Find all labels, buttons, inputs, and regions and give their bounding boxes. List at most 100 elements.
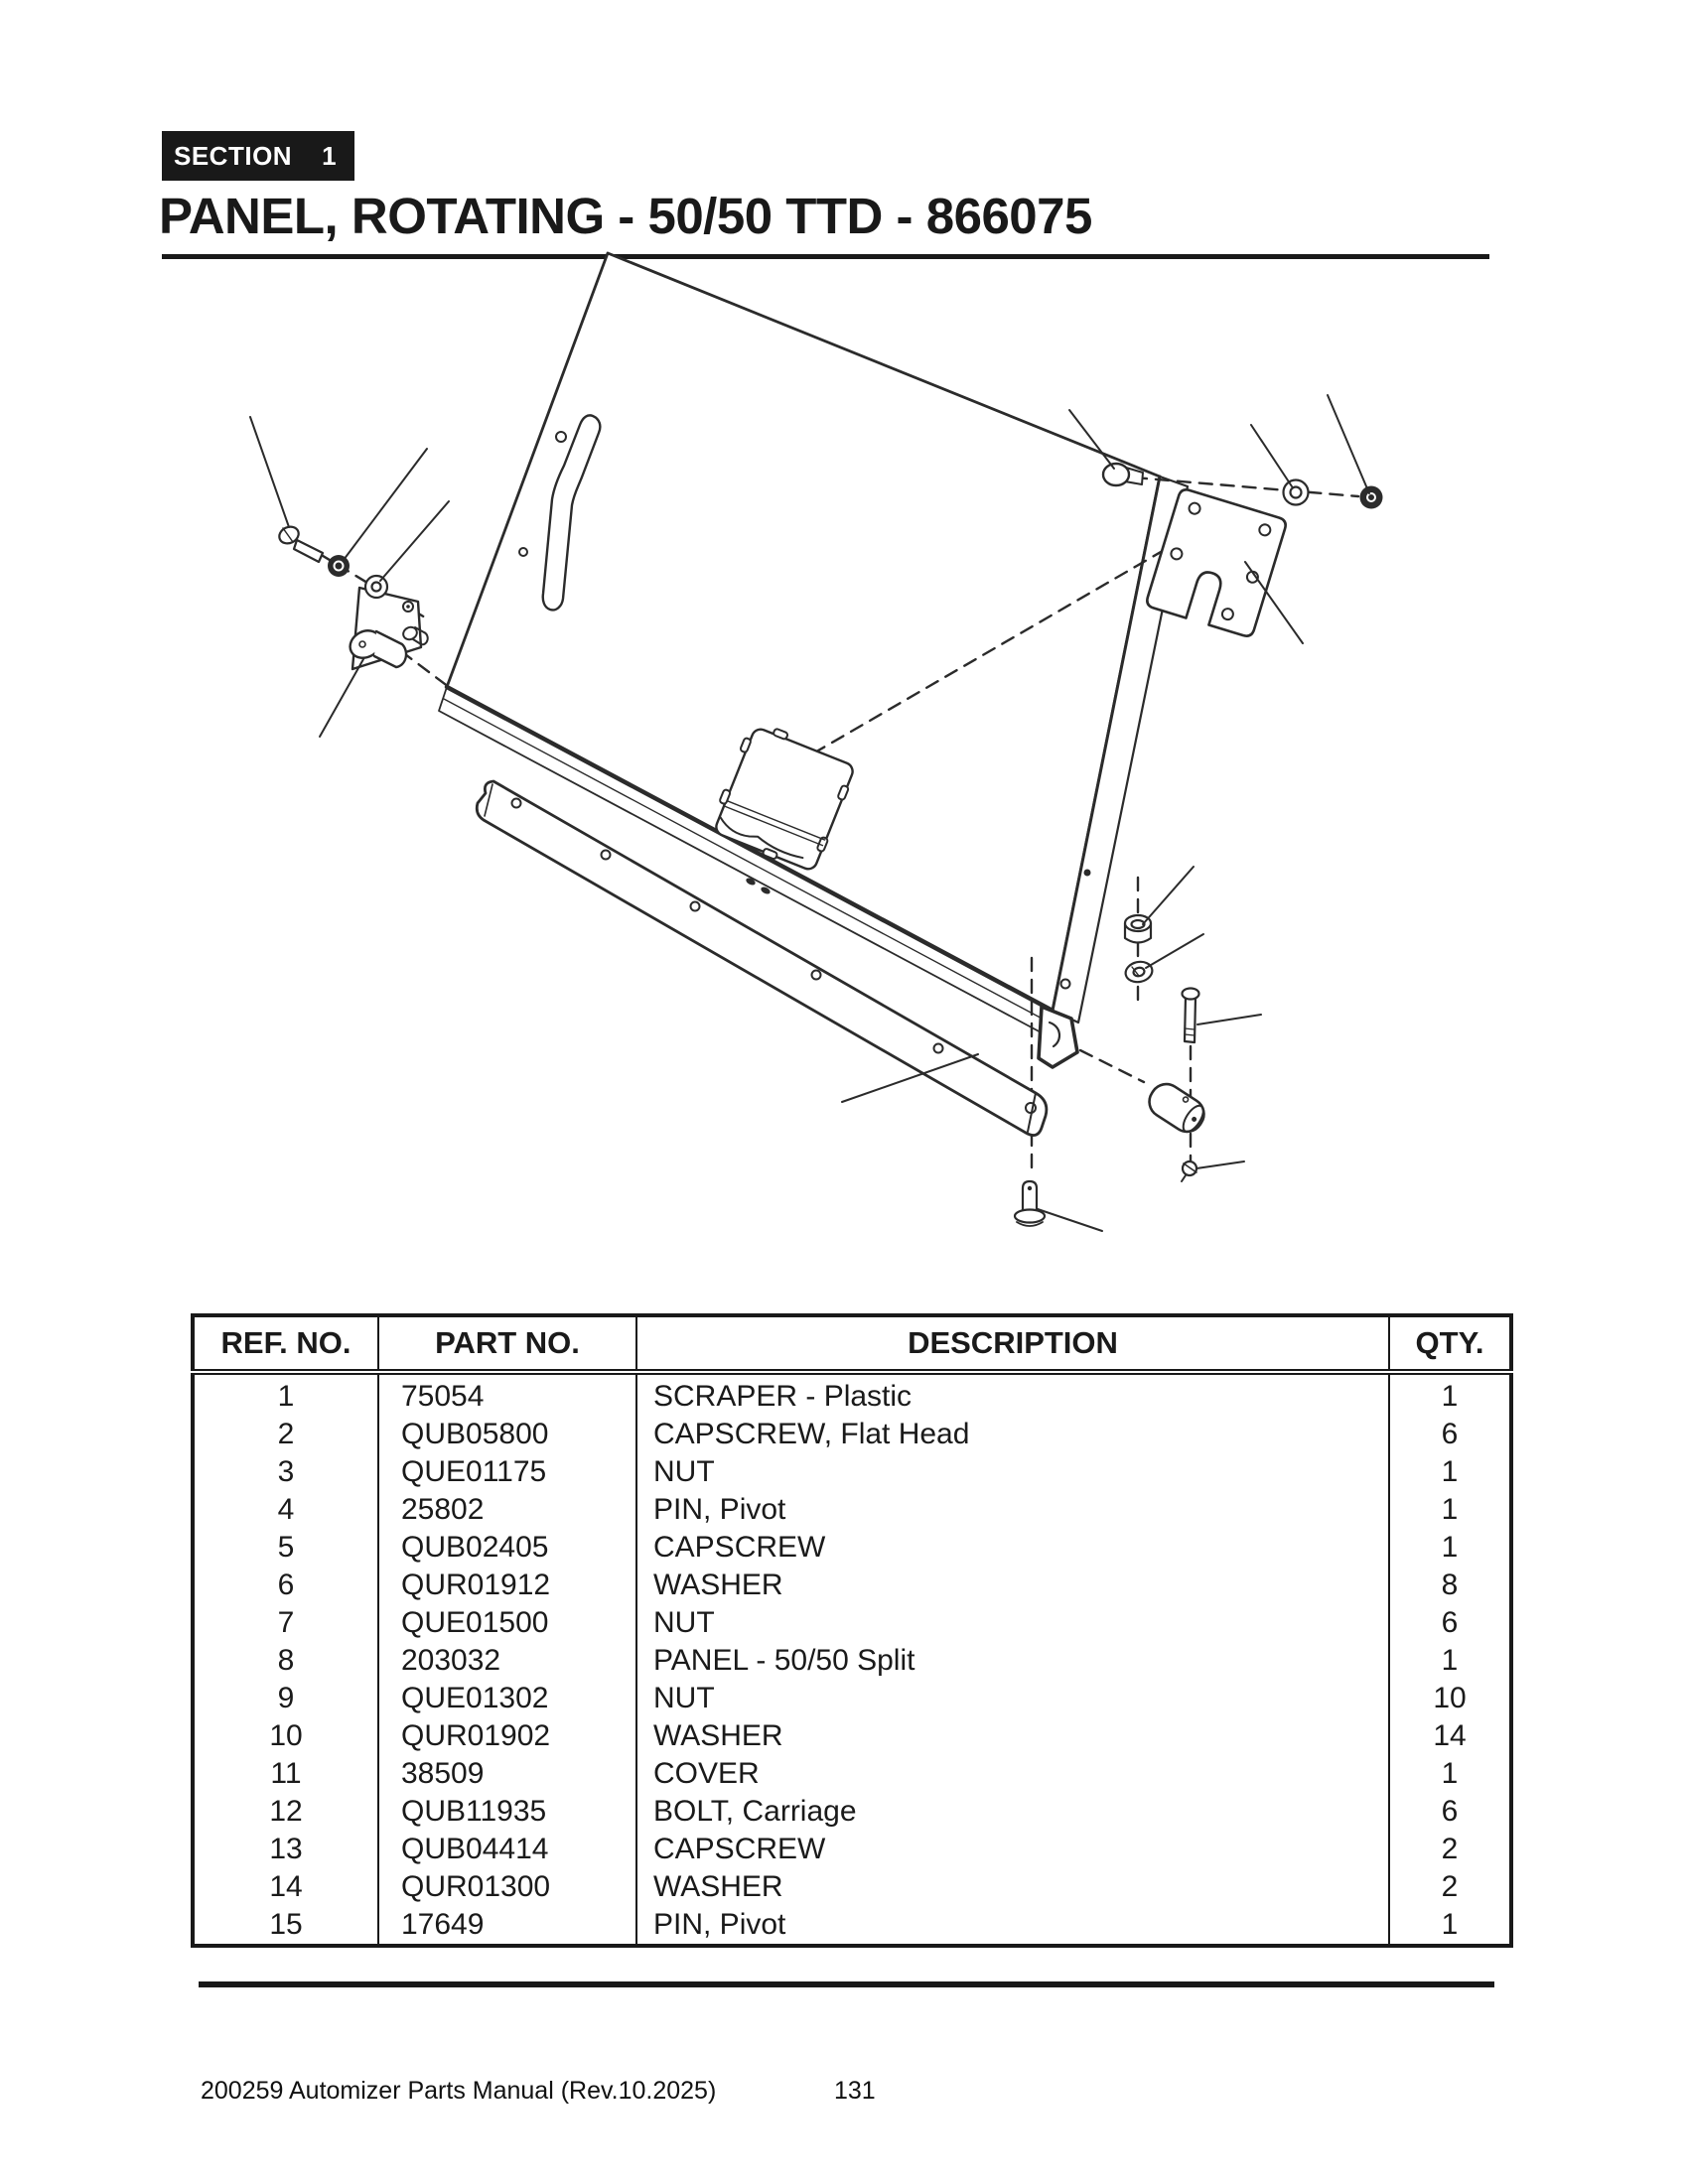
table-cell-qty: 14: [1388, 1717, 1512, 1755]
table-cell-desc: SCRAPER - Plastic: [635, 1372, 1390, 1416]
panel-slot: [541, 414, 602, 612]
capscrew-bottom-right: [1181, 987, 1200, 1044]
scraper-hole: [810, 969, 822, 981]
column-header-ref: REF. NO.: [192, 1315, 379, 1375]
hem-hole: [746, 878, 756, 886]
table-cell-desc: WASHER: [635, 1717, 1390, 1755]
table-cell-qty: 6: [1388, 1604, 1512, 1642]
cover-hole: [1220, 608, 1234, 621]
scraper-hole: [600, 849, 612, 861]
table-cell-part: 203032: [377, 1642, 637, 1680]
table-cell-qty: 1: [1388, 1491, 1512, 1529]
carriage-bolt: [1101, 462, 1144, 487]
table-cell-desc: WASHER: [635, 1567, 1390, 1604]
nut-left: [328, 555, 350, 577]
table-cell-part: QUR01902: [377, 1717, 637, 1755]
panel-hole: [1083, 869, 1091, 877]
bottom-rule: [199, 1981, 1494, 1987]
table-cell-ref: 5: [192, 1529, 379, 1567]
table-cell-qty: 6: [1388, 1793, 1512, 1831]
table-cell-desc: COVER: [635, 1755, 1390, 1793]
flathead-capscrew: [1013, 1179, 1047, 1227]
table-cell-part: QUB02405: [377, 1529, 637, 1567]
leader-lines: [249, 394, 1370, 1232]
table-cell-qty: 6: [1388, 1416, 1512, 1453]
section-number: 1: [322, 140, 338, 171]
table-cell-part: QUE01302: [377, 1680, 637, 1717]
table-cell-desc: PIN, Pivot: [635, 1906, 1390, 1946]
table-cell-desc: CAPSCREW, Flat Head: [635, 1416, 1390, 1453]
table-cell-ref: 10: [192, 1717, 379, 1755]
table-cell-desc: WASHER: [635, 1868, 1390, 1906]
table-cell-qty: 2: [1388, 1831, 1512, 1868]
table-cell-qty: 1: [1388, 1642, 1512, 1680]
table-cell-ref: 12: [192, 1793, 379, 1831]
cover-hole: [1170, 547, 1184, 561]
table-cell-ref: 15: [192, 1906, 379, 1946]
table-cell-part: QUR01912: [377, 1567, 637, 1604]
page-title: PANEL, ROTATING - 50/50 TTD - 866075: [159, 188, 1092, 244]
table-cell-ref: 13: [192, 1831, 379, 1868]
footer-text: 200259 Automizer Parts Manual (Rev.10.20…: [201, 2077, 717, 2105]
hem-hole: [761, 887, 771, 894]
table-cell-ref: 2: [192, 1416, 379, 1453]
table-cell-part: QUE01175: [377, 1453, 637, 1491]
table-cell-ref: 3: [192, 1453, 379, 1491]
panel-hole: [555, 431, 567, 443]
table-cell-qty: 1: [1388, 1906, 1512, 1946]
table-cell-qty: 8: [1388, 1567, 1512, 1604]
table-cell-desc: NUT: [635, 1453, 1390, 1491]
exploded-view-diagram: [249, 251, 1383, 1232]
table-cell-part: QUB11935: [377, 1793, 637, 1831]
table-cell-qty: 10: [1388, 1680, 1512, 1717]
section-word: SECTION: [174, 140, 293, 171]
column-header-desc: DESCRIPTION: [635, 1315, 1390, 1375]
scraper-hole: [689, 900, 701, 912]
table-cell-part: 25802: [377, 1491, 637, 1529]
table-cell-qty: 1: [1388, 1529, 1512, 1567]
cover-hole: [1258, 523, 1272, 537]
table-cell-ref: 11: [192, 1755, 379, 1793]
capscrew-left: [278, 525, 325, 564]
hex-nut: [1123, 913, 1153, 944]
table-cell-qty: 1: [1388, 1453, 1512, 1491]
table-cell-part: 17649: [377, 1906, 637, 1946]
scraper-hole: [932, 1042, 944, 1054]
washer-left: [363, 574, 389, 600]
table-cell-ref: 1: [192, 1372, 379, 1416]
washer-right: [1282, 478, 1310, 506]
scraper-hole: [510, 797, 522, 809]
pivot-pin-cylinder: [1148, 1082, 1205, 1134]
scraper-hole: [1025, 1102, 1037, 1114]
panel: [438, 251, 1190, 1035]
table-cell-qty: 1: [1388, 1755, 1512, 1793]
table-cell-ref: 6: [192, 1567, 379, 1604]
cover-hole: [1188, 501, 1201, 515]
table-cell-desc: NUT: [635, 1680, 1390, 1717]
title-rule: [162, 254, 1489, 259]
footer-page-number: 131: [834, 2077, 876, 2105]
table-cell-ref: 14: [192, 1868, 379, 1906]
panel-hole: [518, 547, 528, 557]
bracket-hole: [402, 601, 414, 613]
corner-bracket: [1037, 1005, 1079, 1069]
table-cell-qty: 2: [1388, 1868, 1512, 1906]
table-cell-desc: CAPSCREW: [635, 1529, 1390, 1567]
washer-bottom-right: [1124, 960, 1154, 984]
